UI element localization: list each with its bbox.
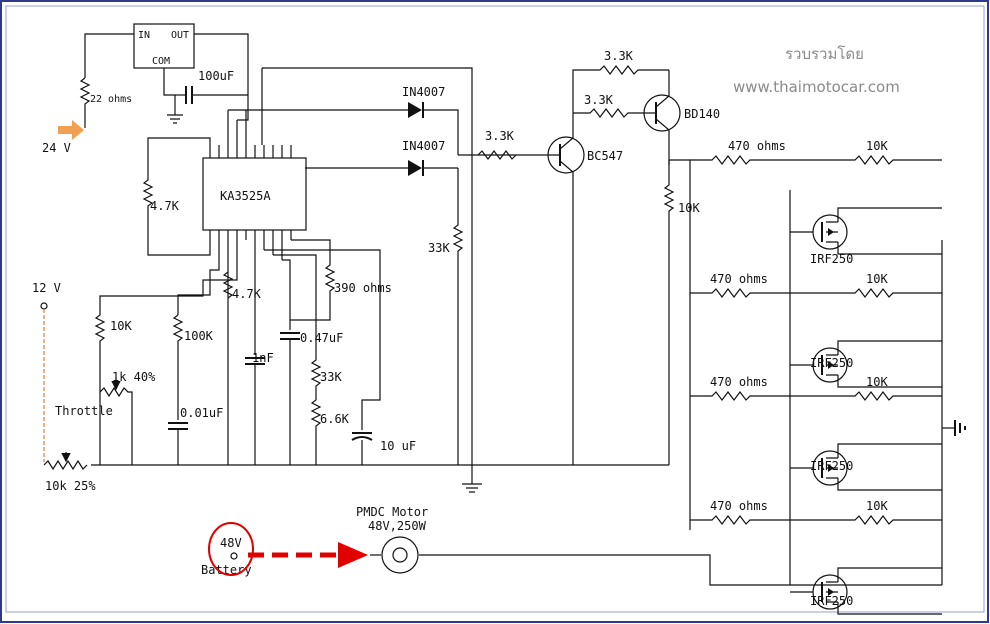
- resistor-22-ohms: 22 ohms: [79, 77, 132, 128]
- svg-text:3.3K: 3.3K: [584, 93, 614, 107]
- watermark-line2: www.thaimotocar.com: [733, 78, 900, 96]
- svg-text:4.7K: 4.7K: [150, 199, 180, 213]
- resistor-10k-left: 10K: [94, 240, 238, 380]
- pot-10k-25: 10k 25%: [43, 452, 96, 493]
- mosfet-part-label: IRF250: [810, 594, 853, 608]
- ground-right: [942, 420, 966, 436]
- svg-text:PMDC Motor: PMDC Motor: [356, 505, 428, 519]
- capacitor-10uf: 10 uF: [264, 249, 416, 465]
- inner-frame: [5, 5, 985, 613]
- svg-text:1nF: 1nF: [252, 351, 274, 365]
- mosfet-part-label: IRF250: [810, 252, 853, 266]
- svg-text:0.47uF: 0.47uF: [300, 331, 343, 345]
- ic-ka3525a: KA3525A: [202, 100, 388, 465]
- resistor-3-3k-top: 3.3K: [572, 49, 669, 100]
- pmdc-motor: PMDC Motor 48V,250W: [356, 505, 942, 586]
- svg-text:48V: 48V: [220, 536, 242, 550]
- svg-text:IN: IN: [138, 30, 150, 41]
- svg-text:10 uF: 10 uF: [380, 439, 416, 453]
- capacitor-100uf: 100uF: [167, 69, 248, 124]
- pull-resistor-label: 10K: [866, 272, 888, 286]
- capacitor-0-47uf: 0.47uF: [280, 259, 343, 465]
- svg-text:0.01uF: 0.01uF: [180, 406, 223, 420]
- resistor-390-ohms: 390 ohms: [290, 239, 392, 321]
- svg-text:10K: 10K: [678, 201, 700, 215]
- throttle-pot-1k: 1k 40% Throttle: [55, 370, 156, 465]
- svg-text:OUT: OUT: [171, 30, 189, 41]
- transistor-bd140: BD140: [640, 70, 720, 165]
- pointer-icon: [58, 120, 84, 140]
- svg-text:BC547: BC547: [587, 149, 623, 163]
- watermark-line1: รวบรวมโดย: [785, 45, 864, 63]
- battery-highlight: [208, 522, 254, 576]
- svg-text:4.7K: 4.7K: [232, 287, 262, 301]
- mosfet-part-label: IRF250: [810, 356, 853, 370]
- svg-text:33K: 33K: [320, 370, 342, 384]
- svg-text:1k 40%: 1k 40%: [112, 370, 156, 384]
- voltage-regulator: IN OUT COM: [84, 23, 249, 100]
- svg-text:IN4007: IN4007: [402, 139, 445, 153]
- resistor-4-7k-a: 4.7K: [142, 137, 211, 256]
- label-24v: 24 V: [42, 141, 71, 155]
- resistor-100k: 100K: [172, 314, 214, 420]
- svg-text:100uF: 100uF: [198, 69, 234, 83]
- svg-text:Throttle: Throttle: [55, 404, 113, 418]
- diode-in4007-bottom: IN4007: [305, 139, 458, 176]
- resistor-10k-bd140: 10K: [663, 160, 700, 465]
- svg-text:KA3525A: KA3525A: [220, 189, 271, 203]
- mosfet-part-label: IRF250: [810, 459, 853, 473]
- svg-text:6.6K: 6.6K: [320, 412, 350, 426]
- gate-resistor-label: 470 ohms: [728, 139, 786, 153]
- svg-text:22 ohms: 22 ohms: [90, 94, 132, 105]
- resistor-33k-lower: 33K: [273, 254, 342, 400]
- gate-resistor-label: 470 ohms: [710, 499, 768, 513]
- arrow-to-motor: [248, 542, 368, 568]
- capacitor-0-01uf: 0.01uF: [168, 406, 223, 465]
- svg-text:48V,250W: 48V,250W: [368, 519, 427, 533]
- mosfet-stage-2: 470 ohms 10K IRF250: [690, 272, 942, 388]
- svg-text:3.3K: 3.3K: [485, 129, 515, 143]
- resistor-4-7k-b: 4.7K: [177, 240, 262, 315]
- wire-top: [262, 67, 473, 465]
- mosfet-stage-4: 470 ohms 10K IRF250: [690, 499, 942, 615]
- svg-text:IN4007: IN4007: [402, 85, 445, 99]
- resistor-6-6k: 6.6K: [310, 399, 350, 465]
- capacitor-1nf: 1nF: [245, 240, 274, 465]
- pull-resistor-label: 10K: [866, 139, 888, 153]
- svg-text:33K: 33K: [428, 241, 450, 255]
- svg-text:3.3K: 3.3K: [604, 49, 634, 63]
- ground-symbol: [462, 465, 482, 493]
- resistor-3-3k-mid: 3.3K: [573, 93, 640, 118]
- svg-text:10k 25%: 10k 25%: [45, 479, 96, 493]
- resistor-33k-divider: 33K: [428, 168, 464, 465]
- mosfet-stage-1: 470 ohms 10K IRF250: [690, 139, 942, 266]
- svg-text:BD140: BD140: [684, 107, 720, 121]
- gate-resistor-label: 470 ohms: [710, 272, 768, 286]
- transistor-bc547: BC547: [535, 100, 623, 465]
- gate-bus: [669, 159, 691, 530]
- gate-resistor-label: 470 ohms: [710, 375, 768, 389]
- pull-resistor-label: 10K: [866, 375, 888, 389]
- diode-in4007-top: IN4007: [388, 85, 459, 155]
- svg-text:10K: 10K: [110, 319, 132, 333]
- pull-resistor-label: 10K: [866, 499, 888, 513]
- svg-text:100K: 100K: [184, 329, 214, 343]
- mosfet-stage-3: 470 ohms 10K IRF250: [690, 375, 942, 491]
- resistor-3-3k-base: 3.3K: [477, 129, 517, 160]
- svg-text:390 ohms: 390 ohms: [334, 281, 392, 295]
- svg-text:COM: COM: [152, 56, 170, 67]
- label-12v: 12 V: [32, 281, 61, 295]
